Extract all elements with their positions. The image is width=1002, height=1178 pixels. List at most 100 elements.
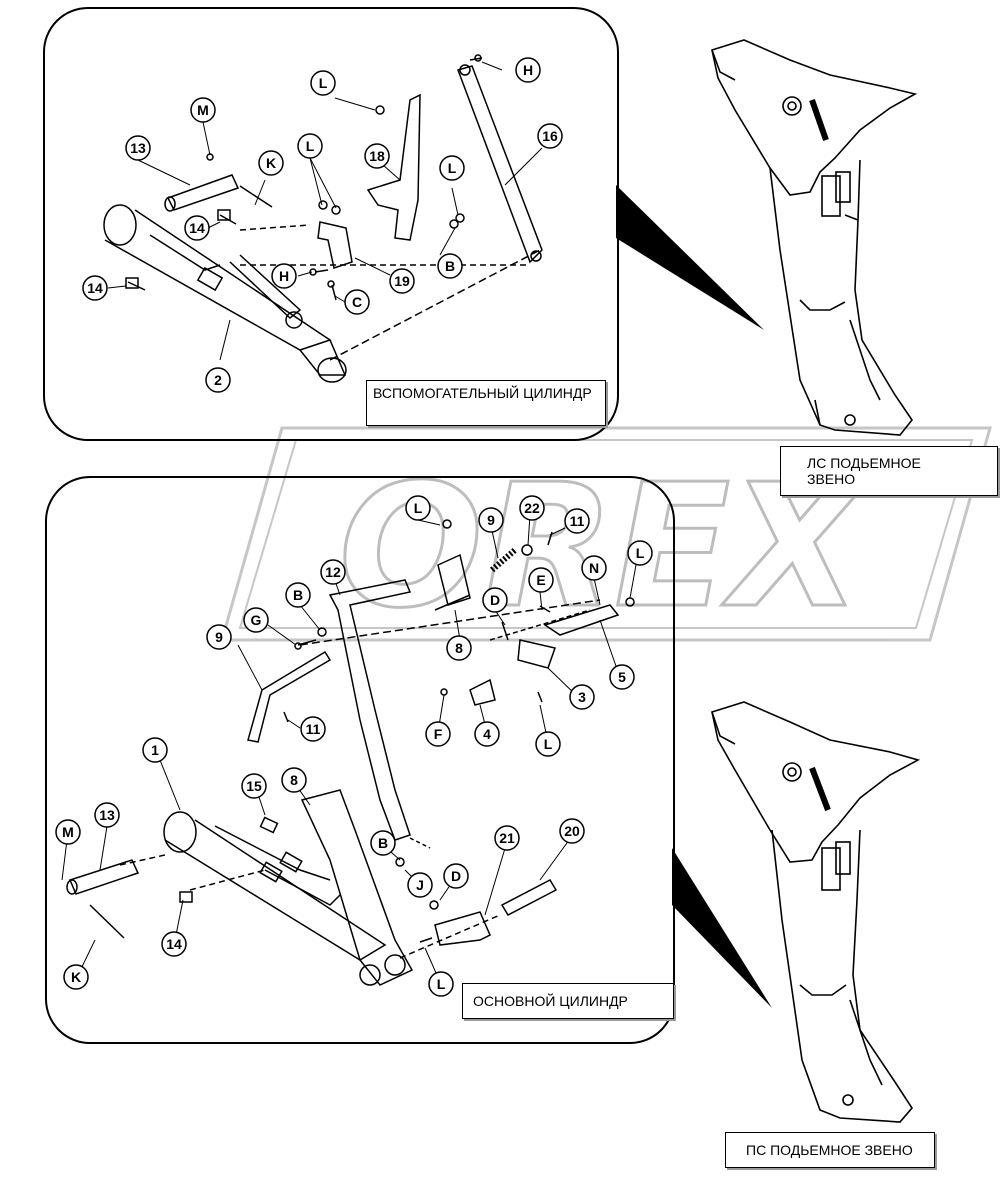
pointer-top	[616, 185, 764, 330]
callout-bubble: L	[627, 540, 653, 566]
callout-bubble: 9	[206, 624, 232, 650]
svg-text:L: L	[544, 736, 553, 752]
callout-bubble: 11	[564, 508, 590, 534]
callout-bubble: 9	[478, 507, 504, 533]
callout-bubble: L	[439, 155, 465, 181]
svg-text:M: M	[197, 102, 209, 118]
callout-bubble: B	[370, 830, 396, 856]
svg-text:8: 8	[455, 640, 463, 656]
svg-text:C: C	[352, 294, 362, 310]
svg-text:1: 1	[151, 742, 159, 758]
svg-text:2: 2	[214, 372, 222, 388]
callout-bubble: 22	[519, 495, 545, 521]
left-lift-link-label: ЛС ПОДЬЕМНОЕ ЗВЕНО	[780, 446, 998, 496]
callout-bubble: 8	[446, 635, 472, 661]
callout-bubble: D	[482, 587, 508, 613]
svg-text:9: 9	[487, 512, 495, 528]
callout-bubble: 21	[494, 825, 520, 851]
callout-bubble: B	[437, 253, 463, 279]
callout-bubble: 15	[241, 773, 267, 799]
callout-bubble: 18	[364, 143, 390, 169]
callout-bubble: 8	[281, 767, 307, 793]
svg-text:5: 5	[618, 669, 626, 685]
svg-text:3: 3	[578, 689, 586, 705]
svg-text:L: L	[437, 976, 446, 992]
svg-text:22: 22	[524, 500, 540, 516]
callout-bubble: 14	[82, 275, 108, 301]
callout-bubble: 12	[320, 559, 346, 585]
svg-text:14: 14	[189, 220, 205, 236]
callout-bubble: L	[310, 70, 336, 96]
svg-text:M: M	[62, 824, 74, 840]
svg-text:B: B	[293, 587, 303, 603]
callout-bubble: 14	[184, 215, 210, 241]
svg-text:L: L	[448, 160, 457, 176]
right-lift-link-label: ПС ПОДЬЕМНОЕ ЗВЕНО	[725, 1132, 935, 1168]
callout-bubble: 4	[474, 721, 500, 747]
svg-text:N: N	[589, 560, 599, 576]
svg-text:4: 4	[483, 726, 491, 742]
svg-text:13: 13	[130, 140, 146, 156]
callout-bubble: H	[515, 57, 541, 83]
callout-bubble: 13	[94, 802, 120, 828]
callout-bubble: M	[55, 819, 81, 845]
callout-bubble: L	[535, 731, 561, 757]
right-lift-link-label-text: ПС ПОДЬЕМНОЕ ЗВЕНО	[746, 1142, 913, 1158]
callout-bubble: 16	[537, 123, 563, 149]
svg-text:G: G	[251, 612, 262, 628]
svg-text:K: K	[266, 155, 276, 171]
svg-text:B: B	[378, 835, 388, 851]
left-lift-link-label-text: ЛС ПОДЬЕМНОЕ ЗВЕНО	[807, 455, 921, 487]
callouts-bottom: L 9 22 11 12 E N L B D G 8 9 3 5 11 F 4 …	[55, 495, 653, 997]
callout-bubble: 1	[142, 737, 168, 763]
callout-bubble: L	[428, 971, 454, 997]
svg-text:F: F	[434, 726, 443, 742]
aux-cylinder-label: ВСПОМОГАТЕЛЬНЫЙ ЦИЛИНДР	[366, 380, 606, 426]
svg-text:12: 12	[325, 564, 341, 580]
svg-text:14: 14	[166, 936, 182, 952]
svg-text:L: L	[306, 138, 315, 154]
callouts-top: M 13 K 14 14 2 L L 18 H H C 19 L B 16	[82, 57, 563, 393]
callout-bubble: 20	[559, 818, 585, 844]
callout-bubble: L	[297, 133, 323, 159]
callout-bubble: K	[258, 150, 284, 176]
svg-text:15: 15	[246, 778, 262, 794]
svg-text:B: B	[445, 258, 455, 274]
svg-text:L: L	[414, 500, 423, 516]
svg-text:J: J	[416, 877, 424, 893]
callout-bubble: B	[285, 582, 311, 608]
callout-bubble: C	[344, 289, 370, 315]
svg-text:19: 19	[394, 273, 410, 289]
callout-bubble: G	[243, 607, 269, 633]
callout-bubble: 13	[125, 135, 151, 161]
callout-bubble: D	[443, 863, 469, 889]
svg-text:8: 8	[290, 772, 298, 788]
svg-text:11: 11	[570, 513, 585, 529]
svg-text:D: D	[490, 592, 500, 608]
callout-bubble: L	[405, 495, 431, 521]
lift-link-upper	[711, 39, 918, 436]
svg-text:H: H	[279, 268, 289, 284]
svg-text:K: K	[71, 969, 81, 985]
pointer-bottom	[672, 848, 772, 1008]
main-cylinder-parts	[66, 519, 635, 986]
main-cylinder-label-text: ОСНОВНОЙ ЦИЛИНДР	[473, 993, 628, 1009]
svg-text:20: 20	[564, 823, 580, 839]
main-cylinder-panel	[45, 476, 675, 1044]
callout-bubble: 14	[161, 931, 187, 957]
callout-bubble: 2	[205, 367, 231, 393]
callout-bubble: J	[407, 872, 433, 898]
callout-bubble: 3	[569, 684, 595, 710]
svg-text:L: L	[636, 545, 645, 561]
svg-text:E: E	[536, 572, 545, 588]
svg-text:L: L	[319, 75, 328, 91]
main-cylinder-label: ОСНОВНОЙ ЦИЛИНДР	[462, 983, 674, 1019]
svg-text:11: 11	[306, 721, 321, 737]
callout-bubble: M	[190, 97, 216, 123]
svg-text:21: 21	[499, 830, 515, 846]
callout-bubble: H	[271, 263, 297, 289]
callout-bubble: E	[528, 567, 554, 593]
aux-cylinder-label-text: ВСПОМОГАТЕЛЬНЫЙ ЦИЛИНДР	[373, 385, 592, 401]
callout-bubble: K	[63, 964, 89, 990]
